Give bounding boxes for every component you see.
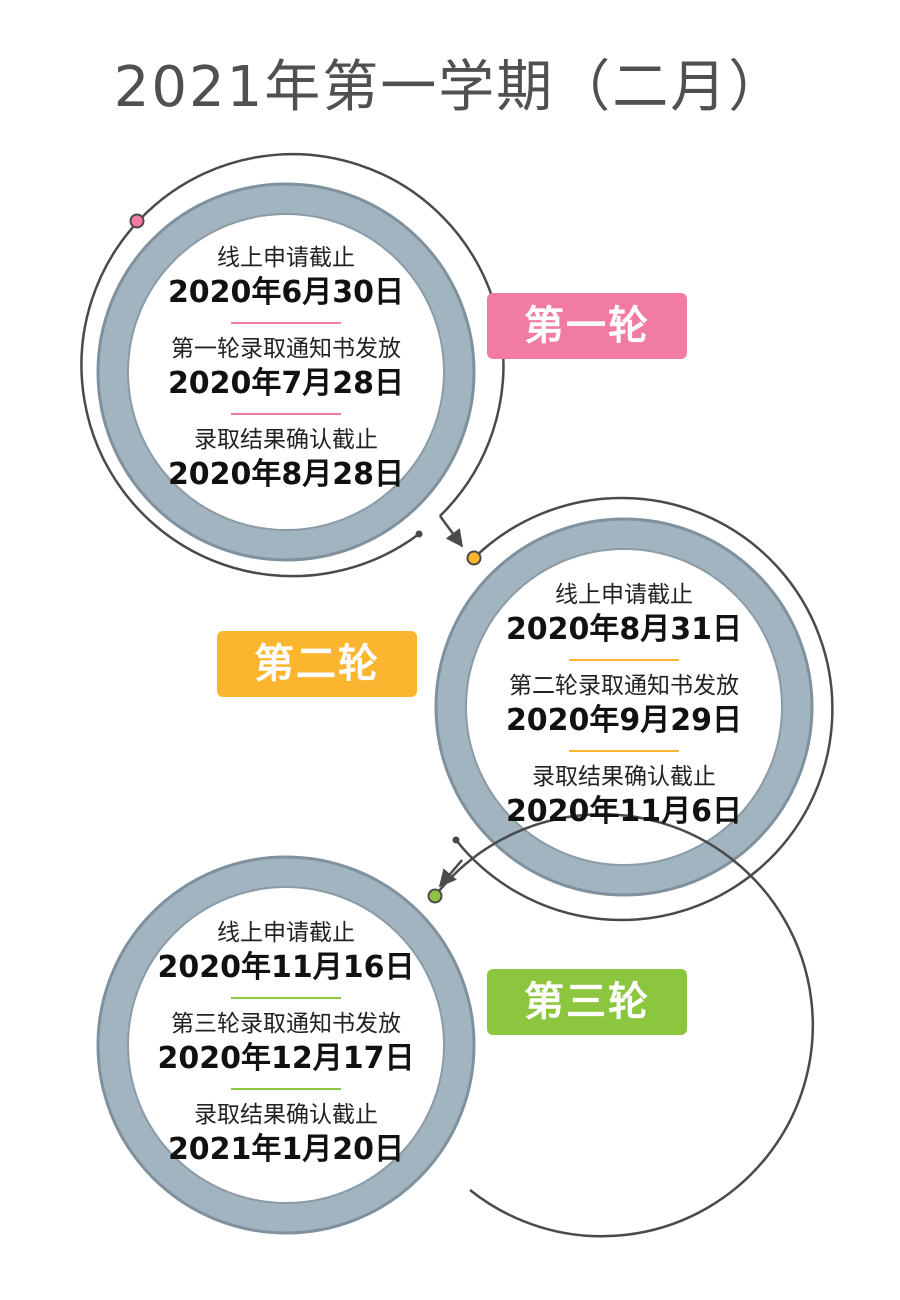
round-1-ring-shade <box>96 182 476 562</box>
round-1-item-2-date: 2020年7月28日 <box>167 366 405 401</box>
divider <box>569 750 679 752</box>
round-1-badge: 第一轮 <box>487 293 687 359</box>
round-3-start-dot <box>427 888 443 904</box>
round-2-item-3-date: 2020年11月6日 <box>505 794 743 829</box>
round-1-item-3-label: 录取结果确认截止 <box>194 427 378 453</box>
round-3-item-1-date: 2020年11月16日 <box>157 950 415 985</box>
divider <box>231 413 341 415</box>
round-1-item-2-label: 第一轮录取通知书发放 <box>171 336 401 362</box>
round-2-item-3-label: 录取结果确认截止 <box>532 764 716 790</box>
round-2-item-2-label: 第二轮录取通知书发放 <box>509 673 739 699</box>
round-1-circle <box>80 152 505 578</box>
round-1-start-dot <box>129 213 145 229</box>
round-2-item-2-date: 2020年9月29日 <box>505 703 743 738</box>
round-2-item-1-date: 2020年8月31日 <box>505 612 743 647</box>
divider <box>231 322 341 324</box>
page-title: 2021年第一学期（二月） <box>113 55 787 120</box>
round-3-item-3-label: 录取结果确认截止 <box>194 1102 378 1128</box>
round-3-item-3-date: 2021年1月20日 <box>167 1132 405 1167</box>
round-1-inner-disc <box>127 213 445 531</box>
round-3-schedule: 线上申请截止 2020年11月16日 第三轮录取通知书发放 2020年12月17… <box>136 918 436 1170</box>
round-2-start-dot <box>466 550 482 566</box>
round-2-item-1-label: 线上申请截止 <box>555 582 693 608</box>
connector-arrow-2 <box>438 859 463 888</box>
round-3-inner-disc <box>127 886 445 1204</box>
round-2-badge: 第二轮 <box>217 631 417 697</box>
round-2-inner-disc <box>465 548 783 866</box>
divider <box>231 1088 341 1090</box>
round-2-end-dot <box>452 836 460 844</box>
round-1-schedule: 线上申请截止 2020年6月30日 第一轮录取通知书发放 2020年7月28日 … <box>136 243 436 495</box>
divider <box>569 659 679 661</box>
round-2-outer-arc <box>455 496 834 922</box>
round-1-item-3-date: 2020年8月28日 <box>167 457 405 492</box>
round-3-outer-arc <box>434 812 814 1238</box>
round-3-ring-shade <box>96 855 476 1235</box>
round-3-badge: 第三轮 <box>487 969 687 1035</box>
round-2-circle <box>434 496 834 922</box>
round-3-item-2-date: 2020年12月17日 <box>157 1041 415 1076</box>
round-1-item-1-label: 线上申请截止 <box>217 245 355 271</box>
round-2-schedule: 线上申请截止 2020年8月31日 第二轮录取通知书发放 2020年9月29日 … <box>474 580 774 832</box>
round-3-circle <box>96 812 814 1238</box>
round-1-end-dot <box>415 530 423 538</box>
round-1-item-1-date: 2020年6月30日 <box>167 275 405 310</box>
divider <box>231 997 341 999</box>
connector-arrow-1 <box>438 515 464 548</box>
round-3-item-2-label: 第三轮录取通知书发放 <box>171 1011 401 1037</box>
round-3-item-1-label: 线上申请截止 <box>217 920 355 946</box>
round-2-ring-shade <box>434 517 814 897</box>
